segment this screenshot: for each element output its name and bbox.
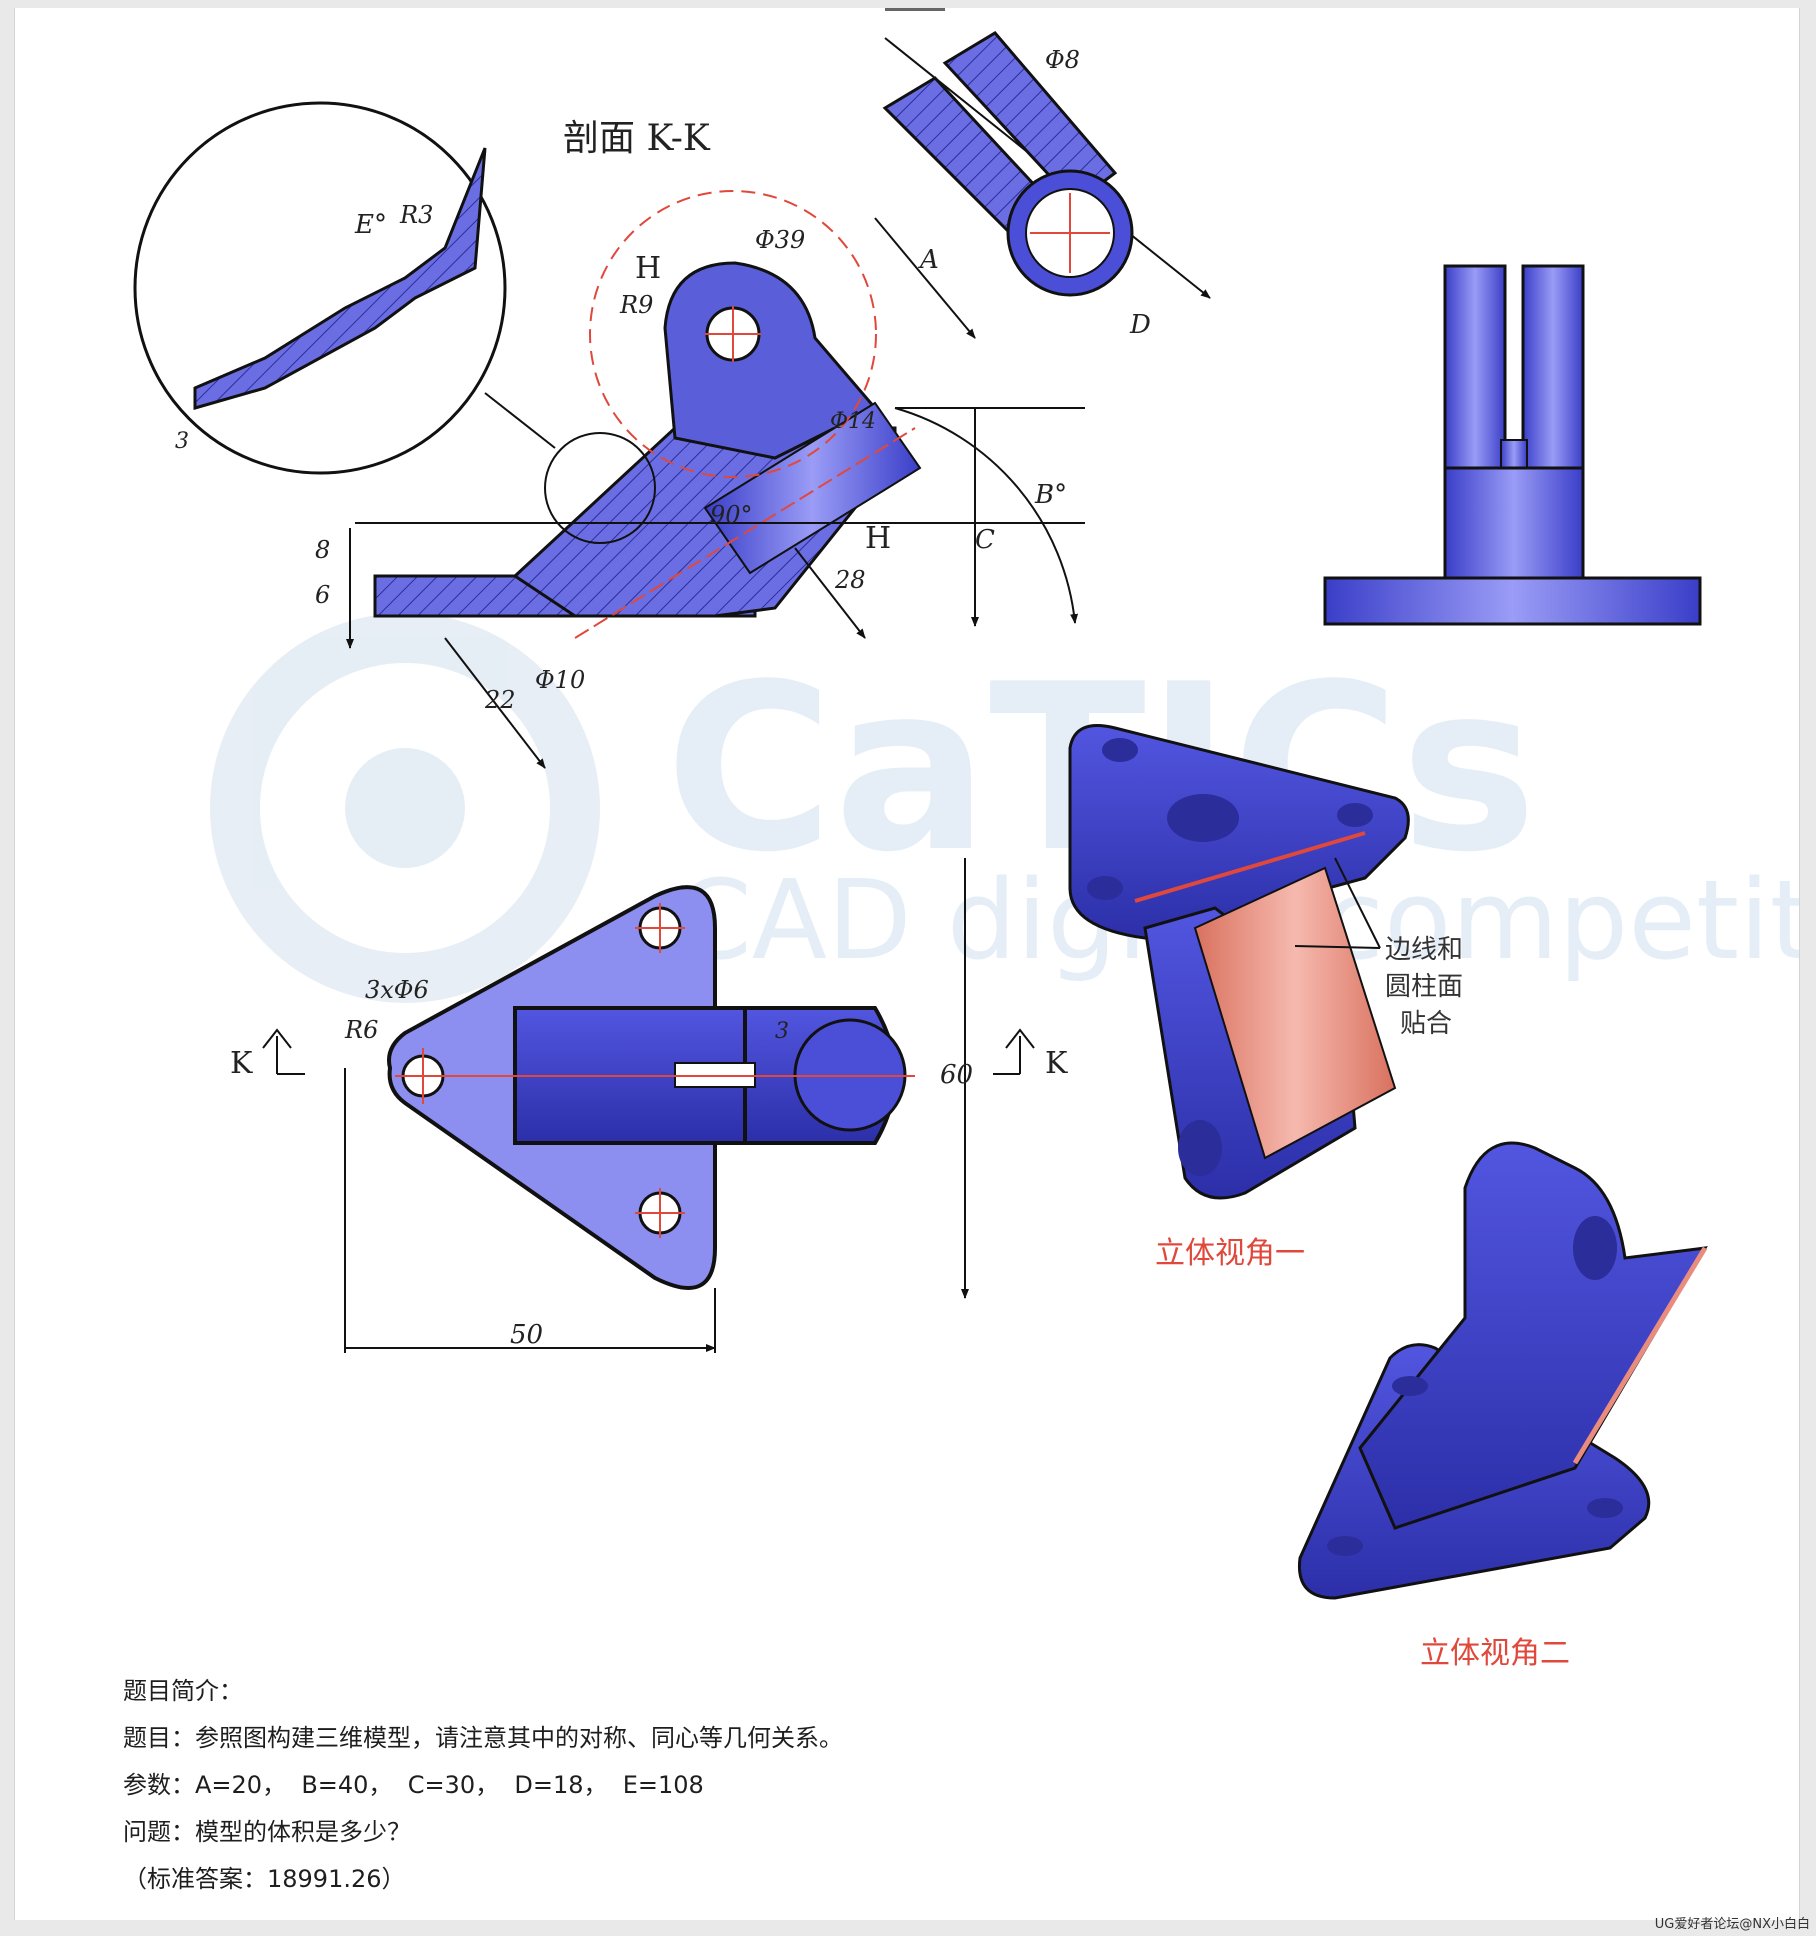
detail-view-circle: [133, 101, 507, 475]
dim-angle90: 90°: [710, 501, 753, 529]
side-elevation: [1323, 264, 1702, 626]
dim-50: 50: [510, 1320, 543, 1350]
isometric-view-one: 立体视角一 边线和 圆柱面 贴合: [1068, 724, 1463, 1271]
dim-22: 22: [484, 686, 516, 714]
dim-r9: R9: [619, 291, 653, 319]
dim-3-top: 3: [775, 1019, 789, 1044]
dim-3-detail: 3: [175, 429, 189, 454]
dim-60: 60: [940, 1060, 973, 1090]
dim-6: 6: [315, 581, 330, 609]
section-mark-h1: H: [635, 251, 661, 286]
dim-holes: 3xΦ6: [365, 976, 429, 1004]
intro-task: 题目：参照图构建三维模型，请注意其中的对称、同心等几何关系。: [123, 1724, 843, 1752]
engineering-drawing: CaTICs CAD digital competition 剖面 K-K: [133, 31, 1799, 1671]
detail-profile: [193, 147, 487, 410]
clamp-section-detail: [882, 31, 1134, 297]
dim-phi10: Φ10: [535, 666, 585, 694]
note-line-1: 边线和: [1385, 935, 1463, 965]
section-mark-k-left: K: [230, 1046, 253, 1081]
dim-c: C: [975, 525, 995, 555]
dim-r6: R6: [344, 1016, 378, 1044]
dim-r3: R3: [399, 201, 433, 229]
dim-8: 8: [315, 536, 330, 564]
view-one-label: 立体视角一: [1155, 1236, 1305, 1271]
dim-e: E°: [354, 210, 387, 240]
dim-phi8: Φ8: [1045, 46, 1080, 74]
dim-phi39: Φ39: [755, 226, 805, 254]
top-view: 60 50 3 R6 3xΦ6 K K: [230, 858, 1068, 1353]
note-line-2: 圆柱面: [1385, 972, 1463, 1002]
view-two-label: 立体视角二: [1420, 1636, 1570, 1671]
dim-d: D: [1129, 310, 1151, 340]
intro-answer: （标准答案：18991.26）: [123, 1865, 406, 1893]
top-scroll-marker: [885, 8, 945, 11]
dim-a: A: [918, 245, 939, 275]
intro-heading: 题目简介：: [123, 1677, 243, 1705]
watermark: CaTICs CAD digital competition: [210, 613, 1799, 1003]
intro-params: 参数：A=20， B=40， C=30， D=18， E=108: [123, 1771, 704, 1799]
isometric-view-two: 立体视角二: [1297, 1141, 1708, 1671]
bore-cylinder: [703, 401, 922, 575]
section-view-kk: 剖面 K-K: [133, 37, 1211, 769]
dim-28: 28: [834, 566, 866, 594]
problem-intro: 题目简介： 题目：参照图构建三维模型，请注意其中的对称、同心等几何关系。 参数：…: [123, 1668, 1323, 1903]
note-line-3: 贴合: [1400, 1009, 1452, 1039]
detail-callout-circle: [544, 432, 656, 544]
section-title: 剖面 K-K: [563, 118, 711, 159]
intro-question: 问题：模型的体积是多少？: [123, 1818, 411, 1846]
drawing-sheet: CaTICs CAD digital competition 剖面 K-K: [14, 8, 1800, 1920]
forum-watermark: UG爱好者论坛@NX小白白: [1654, 1917, 1810, 1932]
phi39-circle: [589, 190, 877, 478]
dim-b: B°: [1034, 480, 1067, 510]
dim-phi14: Φ14: [830, 409, 876, 434]
section-mark-k-right: K: [1045, 1046, 1068, 1081]
section-mark-h2: H: [865, 521, 891, 556]
